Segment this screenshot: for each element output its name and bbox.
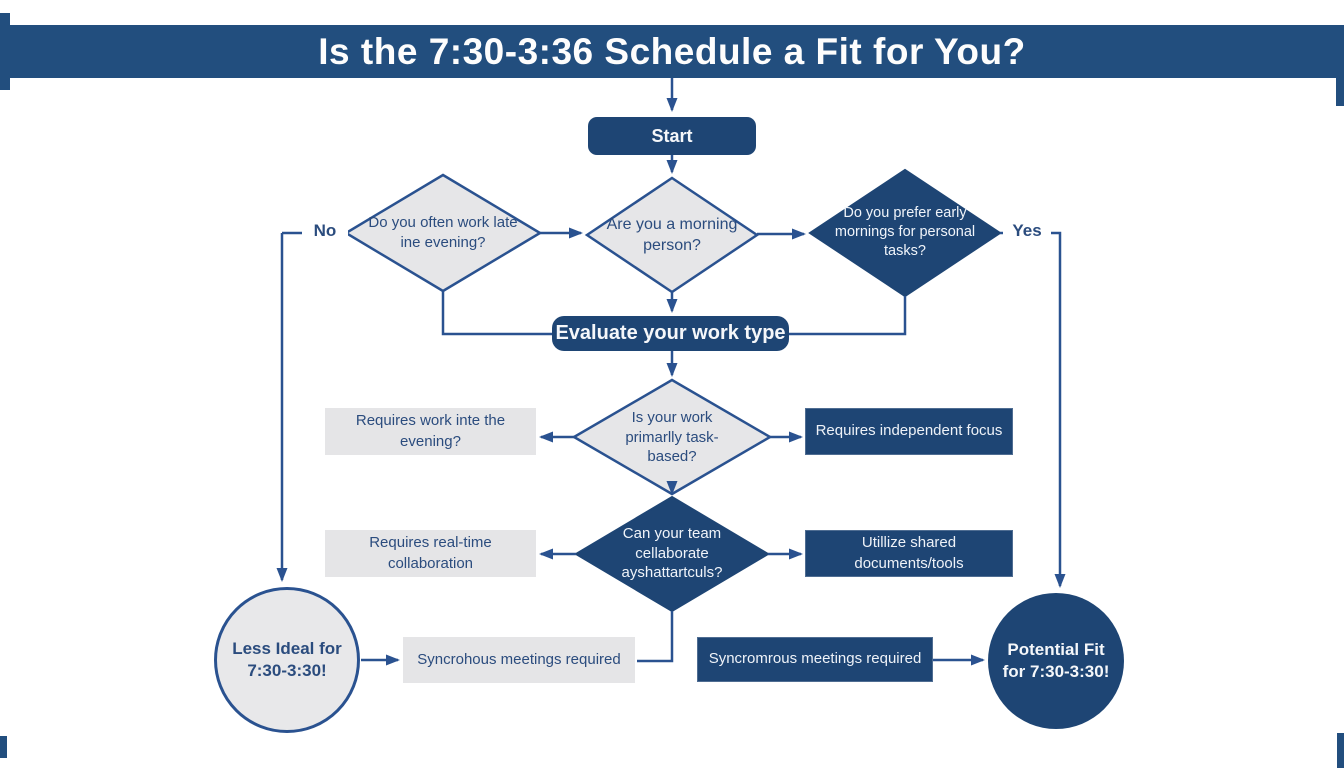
diamond-early-mornings-label: Do you prefer early mornings for persona… [834,205,976,259]
diamond-task-based-label: Is your work primarlly task-based? [625,409,719,465]
edge-bar-top-right [1336,78,1344,106]
diamond-collaborate-label: Can your team cellaborate ayshattartculs… [621,525,723,581]
start-node-label: Start [651,125,693,146]
start-node: Start [588,117,756,155]
result-independent-focus-box: Requires independent focus [805,408,1013,455]
connector-lines [276,78,1066,666]
result-realtime-collab-label: Requires real-time collaboration [369,534,492,572]
edge-bar-bottom-right [1337,733,1344,768]
title-banner: Is the 7:30-3:36 Schedule a Fit for You? [0,25,1344,78]
result-sync-meetings-gray-label: Syncrohous meetings required [417,650,621,668]
page-title: Is the 7:30-3:36 Schedule a Fit for You? [318,30,1026,72]
result-sync-meetings-gray-box: Syncrohous meetings required [403,637,635,683]
end-less-ideal-label: Less Ideal for 7:30-3:30! [232,638,342,680]
evaluate-node: Evaluate your work type [552,316,789,351]
result-independent-focus-label: Requires independent focus [815,422,1003,440]
result-evening-work-label: Requires work inte the evening? [355,412,506,450]
result-sync-meetings-dark-label: Syncromrous meetings required [708,650,922,668]
end-potential-fit-label: Potential Fit for 7:30-3:30! [1002,639,1110,681]
result-evening-work-box: Requires work inte the evening? [325,408,536,455]
result-realtime-collab-box: Requires real-time collaboration [325,530,536,577]
edge-bar-bottom-left [0,736,7,758]
result-shared-docs-box: Utillize shared documents/tools [805,530,1013,577]
branch-label-yes: Yes [1003,219,1051,243]
diamond-morning-person-label: Are you a morning person? [606,216,738,254]
edge-bar-top-left [0,13,10,90]
end-potential-fit-circle: Potential Fit for 7:30-3:30! [988,593,1124,729]
diamond-late-evening-label: Do you often work late ine evening? [368,214,518,251]
result-sync-meetings-dark-box: Syncromrous meetings required [697,637,933,682]
evaluate-node-label: Evaluate your work type [555,322,786,344]
end-less-ideal-circle: Less Ideal for 7:30-3:30! [214,587,360,733]
result-shared-docs-label: Utillize shared documents/tools [854,534,964,572]
branch-label-no: No [302,219,348,243]
